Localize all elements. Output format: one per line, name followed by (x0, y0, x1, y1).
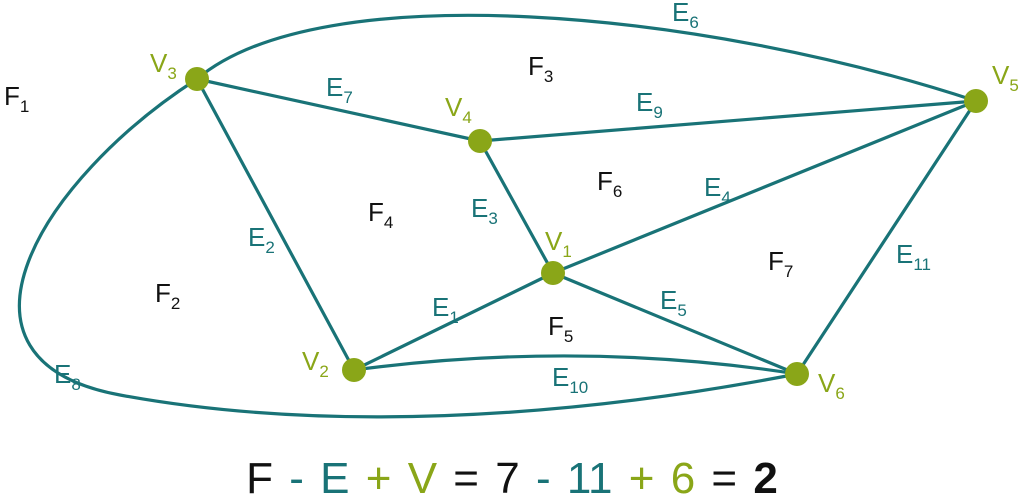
formula-edge-count: 11 (566, 454, 613, 503)
edge-e8 (18, 77, 799, 419)
edge-label-e10: E10 (552, 362, 588, 397)
vertex-v5 (964, 89, 988, 113)
edge-e9 (478, 99, 978, 143)
edge-e4 (551, 99, 978, 275)
formula-plus-2: + (628, 454, 655, 503)
formula-plus: + (365, 454, 392, 503)
vertex-label-v3: V3 (150, 48, 177, 83)
edge-e2 (195, 77, 356, 372)
vertex-v4 (468, 129, 492, 153)
edge-label-e6: E6 (672, 0, 699, 32)
edge-label-e2: E2 (248, 222, 275, 257)
face-label-f4: F4 (368, 197, 393, 232)
vertex-label-v6: V6 (818, 368, 845, 403)
euler-formula: F - E + V = 7 - 11 + 6 = 2 (0, 455, 1024, 503)
face-label-f6: F6 (597, 166, 622, 201)
edge-e5 (551, 271, 799, 376)
formula-f: F (246, 454, 274, 503)
vertex-label-v5: V5 (992, 60, 1019, 95)
vertex-v1 (541, 261, 565, 285)
edge-label-e11: E11 (896, 239, 931, 274)
vertex-label-v1: V1 (545, 226, 572, 261)
edge-label-e5: E5 (660, 285, 687, 320)
face-label-f7: F7 (768, 246, 793, 281)
edge-label-e4: E4 (704, 172, 731, 207)
edge-label-e8: E8 (54, 359, 81, 394)
edge-label-e7: E7 (326, 72, 353, 107)
formula-vertex-count: 6 (670, 454, 696, 503)
formula-minus: - (289, 454, 304, 503)
edge-label-e1: E1 (432, 292, 459, 327)
vertex-label-v2: V2 (302, 346, 329, 381)
vertex-v3 (185, 67, 209, 91)
face-label-f2: F2 (155, 278, 180, 313)
edge-e10 (352, 354, 799, 376)
edge-label-e9: E9 (636, 87, 663, 122)
face-label-f3: F3 (528, 51, 553, 86)
edge-label-e3: E3 (471, 193, 498, 228)
formula-e: E (320, 454, 350, 503)
formula-equals: = (453, 454, 479, 503)
vertex-label-v4: V4 (445, 92, 472, 127)
edge-e6 (195, 13, 978, 103)
formula-minus-2: - (535, 454, 551, 503)
edge-e11 (795, 99, 978, 376)
face-label-f1: F1 (4, 81, 29, 116)
formula-result: 2 (753, 454, 778, 503)
formula-face-count: 7 (495, 454, 520, 503)
formula-equals-2: = (711, 454, 738, 503)
formula-v: V (407, 454, 438, 503)
edge-e7 (195, 77, 482, 143)
edges-layer (18, 13, 978, 419)
vertex-v6 (785, 362, 809, 386)
vertices-layer (185, 67, 988, 386)
vertex-v2 (342, 358, 366, 382)
edge-e1 (352, 271, 555, 372)
face-label-f5: F5 (548, 311, 573, 346)
edge-e3 (478, 139, 555, 275)
